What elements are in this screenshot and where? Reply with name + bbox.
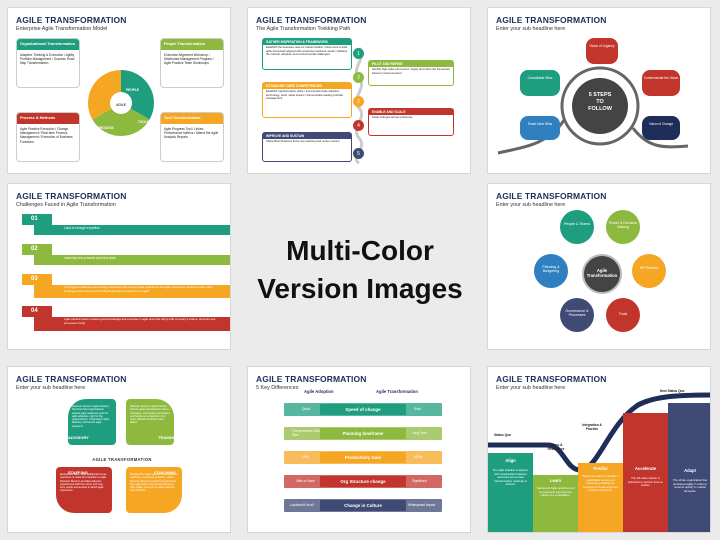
- step-consolidate-wins: Consolidate Wins: [520, 70, 560, 96]
- ring-label-people: PEOPLE: [126, 88, 139, 92]
- label-coaching: COACHING: [154, 470, 176, 475]
- wheel-item-people: People & Teams: [560, 210, 594, 244]
- heading-line-2: Version Images: [257, 273, 463, 304]
- card-subtitle: The Agile Transformation Trekking Path: [256, 26, 351, 32]
- quadrant-advisory: Discover Dream's Agile Advisory Services…: [68, 399, 116, 445]
- thumbnail-curve[interactable]: AGILE TRANSFORMATION Enter your sub head…: [487, 366, 711, 533]
- difference-row: The process is Short Term Planning timef…: [262, 427, 462, 442]
- label-training: TRAINING: [158, 435, 178, 440]
- ring-label-tools: TOOLS: [138, 120, 149, 124]
- people-transformation-box: People Transformation Executive Alignmen…: [160, 38, 224, 88]
- step-communicate-vision: Communicate the Vision: [642, 70, 680, 96]
- wheel-item-power: Power & Decision Making: [606, 210, 640, 244]
- difference-row: 10% Productivity Gain 400%: [262, 451, 462, 466]
- label-advisory: ADVISORY: [68, 435, 89, 440]
- center-heading: Multi-Color Version Images: [240, 232, 480, 308]
- step-box-4: ENABLE AND SCALE Scale changes across en…: [368, 108, 454, 136]
- thumbnail-wheel[interactable]: AGILE TRANSFORMATION Enter your sub head…: [487, 183, 711, 350]
- card-subtitle: Enter your sub headline here: [496, 202, 566, 208]
- step-number-4: 4: [353, 120, 364, 131]
- thumbnail-enterprise-model[interactable]: AGILE TRANSFORMATION Enterprise Agile Tr…: [7, 7, 231, 174]
- mark-new-status-quo: New Status Quo: [660, 389, 685, 393]
- card-subtitle: Enter your sub headline here: [16, 385, 86, 391]
- card-subtitle: 5 Key Differences: [256, 385, 299, 391]
- quadrant-staffing: Enterprises often need additional human …: [56, 467, 112, 513]
- card-title: AGILE TRANSFORMATION: [256, 374, 367, 384]
- step-number-3: 3: [353, 96, 364, 107]
- thumbnail-challenges[interactable]: AGILE TRANSFORMATION Challenges Faced in…: [7, 183, 231, 350]
- challenge-row: 01 Lack of enough expertise: [22, 214, 230, 235]
- org-transformation-box: Organizational Transformation Adaptive T…: [16, 38, 80, 88]
- stage-align: Align The Agile initiative is aligned, w…: [488, 453, 533, 532]
- process-methods-box: Process & Methods Agile Practice Executi…: [16, 112, 80, 162]
- step-box-2: PILOT AND REFINE Identify high-value pil…: [368, 60, 454, 86]
- stage-accelerate: Accelerate The full value stream is opti…: [623, 413, 668, 532]
- thumbnail-five-steps[interactable]: AGILE TRANSFORMATION Enter your sub head…: [487, 7, 711, 174]
- quadrant-coaching: Working from agile ground conversations-…: [126, 467, 182, 513]
- ring-diagram: AGILE: [87, 69, 155, 137]
- svg-text:AGILE: AGILE: [116, 103, 126, 107]
- difference-row: Little or None Org Structure change Sign…: [262, 475, 462, 490]
- challenge-row: 02 Learning new process and new tools: [22, 244, 230, 265]
- col-head-adoption: Agile Adoption: [304, 389, 334, 394]
- card-title: AGILE TRANSFORMATION: [16, 15, 127, 25]
- card-subtitle: Enter your sub headline here: [496, 385, 566, 391]
- thumbnail-quadrants[interactable]: AGILE TRANSFORMATION Enter your sub head…: [7, 366, 231, 533]
- step-box-1: GATHER INSPIRATION & FRAMEWORK Establish…: [262, 38, 352, 70]
- card-title: AGILE TRANSFORMATION: [496, 15, 607, 25]
- difference-row: Localized if at all Change in Culture Wi…: [262, 499, 462, 514]
- step-smart-near-wins: Smart Near Wins: [520, 116, 560, 140]
- step-number-1: 1: [353, 48, 364, 59]
- card-title: AGILE TRANSFORMATION: [496, 374, 607, 384]
- card-subtitle: Enterprise Agile Transformation Model: [16, 26, 108, 32]
- card-title: AGILE TRANSFORMATION: [16, 191, 127, 201]
- stage-adapt: Adapt The whole organization has embrace…: [668, 403, 710, 532]
- center-hub: 5 STEPS TO FOLLOW: [572, 78, 628, 134]
- card-title: AGILE TRANSFORMATION: [256, 15, 367, 25]
- step-vision-urgency: Vision of Urgency: [586, 38, 618, 64]
- step-box-3: ESTABLISH CORE COMPETENCIES Establish tr…: [262, 82, 352, 118]
- path-connector: [354, 46, 364, 165]
- challenge-row: 04 Agile transformation requires good kn…: [22, 306, 230, 331]
- stage-learn: Learn Teams and Agile practices and a co…: [533, 475, 578, 532]
- quadrant-training: Discover Dream's Agile Practice Service …: [126, 399, 174, 445]
- stage-predict: Predict Teams are able to maintain a pre…: [578, 463, 623, 532]
- wheel-item-hr: HR Policies: [632, 254, 666, 288]
- mark-status-quo: Status Quo: [494, 433, 512, 437]
- wheel-item-tools: Tools: [606, 298, 640, 332]
- thumbnail-trekking-path[interactable]: AGILE TRANSFORMATION The Agile Transform…: [247, 7, 471, 174]
- heading-line-1: Multi-Color: [286, 235, 434, 266]
- step-number-2: 2: [353, 72, 364, 83]
- card-subtitle: Challenges Faced in Agile Transformation: [16, 202, 116, 208]
- tool-transformation-box: Tool Transformation Agile Progress Tool …: [160, 112, 224, 162]
- quadrant-footer-label: AGILE TRANSFORMATION: [92, 457, 152, 462]
- wheel-item-planning: Planning & Budgeting: [534, 254, 568, 288]
- wheel-item-governance: Governance & Processes: [560, 298, 594, 332]
- challenge-row: 03 The biggest challenge was working res…: [22, 274, 230, 298]
- thumbnail-key-differences[interactable]: AGILE TRANSFORMATION 5 Key Differences A…: [247, 366, 471, 533]
- ring-label-process: PROCESS: [98, 126, 114, 130]
- step-vision-change: Vision of Change: [642, 116, 680, 140]
- step-number-5: 5: [353, 148, 364, 159]
- difference-row: Quick Speed of change Slow: [262, 403, 462, 418]
- step-box-5: IMPROVE AND SUSTAIN Share Best Practices…: [262, 132, 352, 162]
- col-head-transformation: Agile Transformation: [376, 389, 418, 394]
- label-staffing: STAFFING: [68, 470, 88, 475]
- card-title: AGILE TRANSFORMATION: [496, 191, 607, 201]
- mark-integration: Integration & Practice: [582, 423, 602, 432]
- wheel-center: Agile Transformation: [582, 254, 622, 294]
- card-title: AGILE TRANSFORMATION: [16, 374, 127, 384]
- mark-chaos: Chaos & Resistance: [547, 443, 565, 452]
- card-subtitle: Enter your sub headline here: [496, 26, 566, 32]
